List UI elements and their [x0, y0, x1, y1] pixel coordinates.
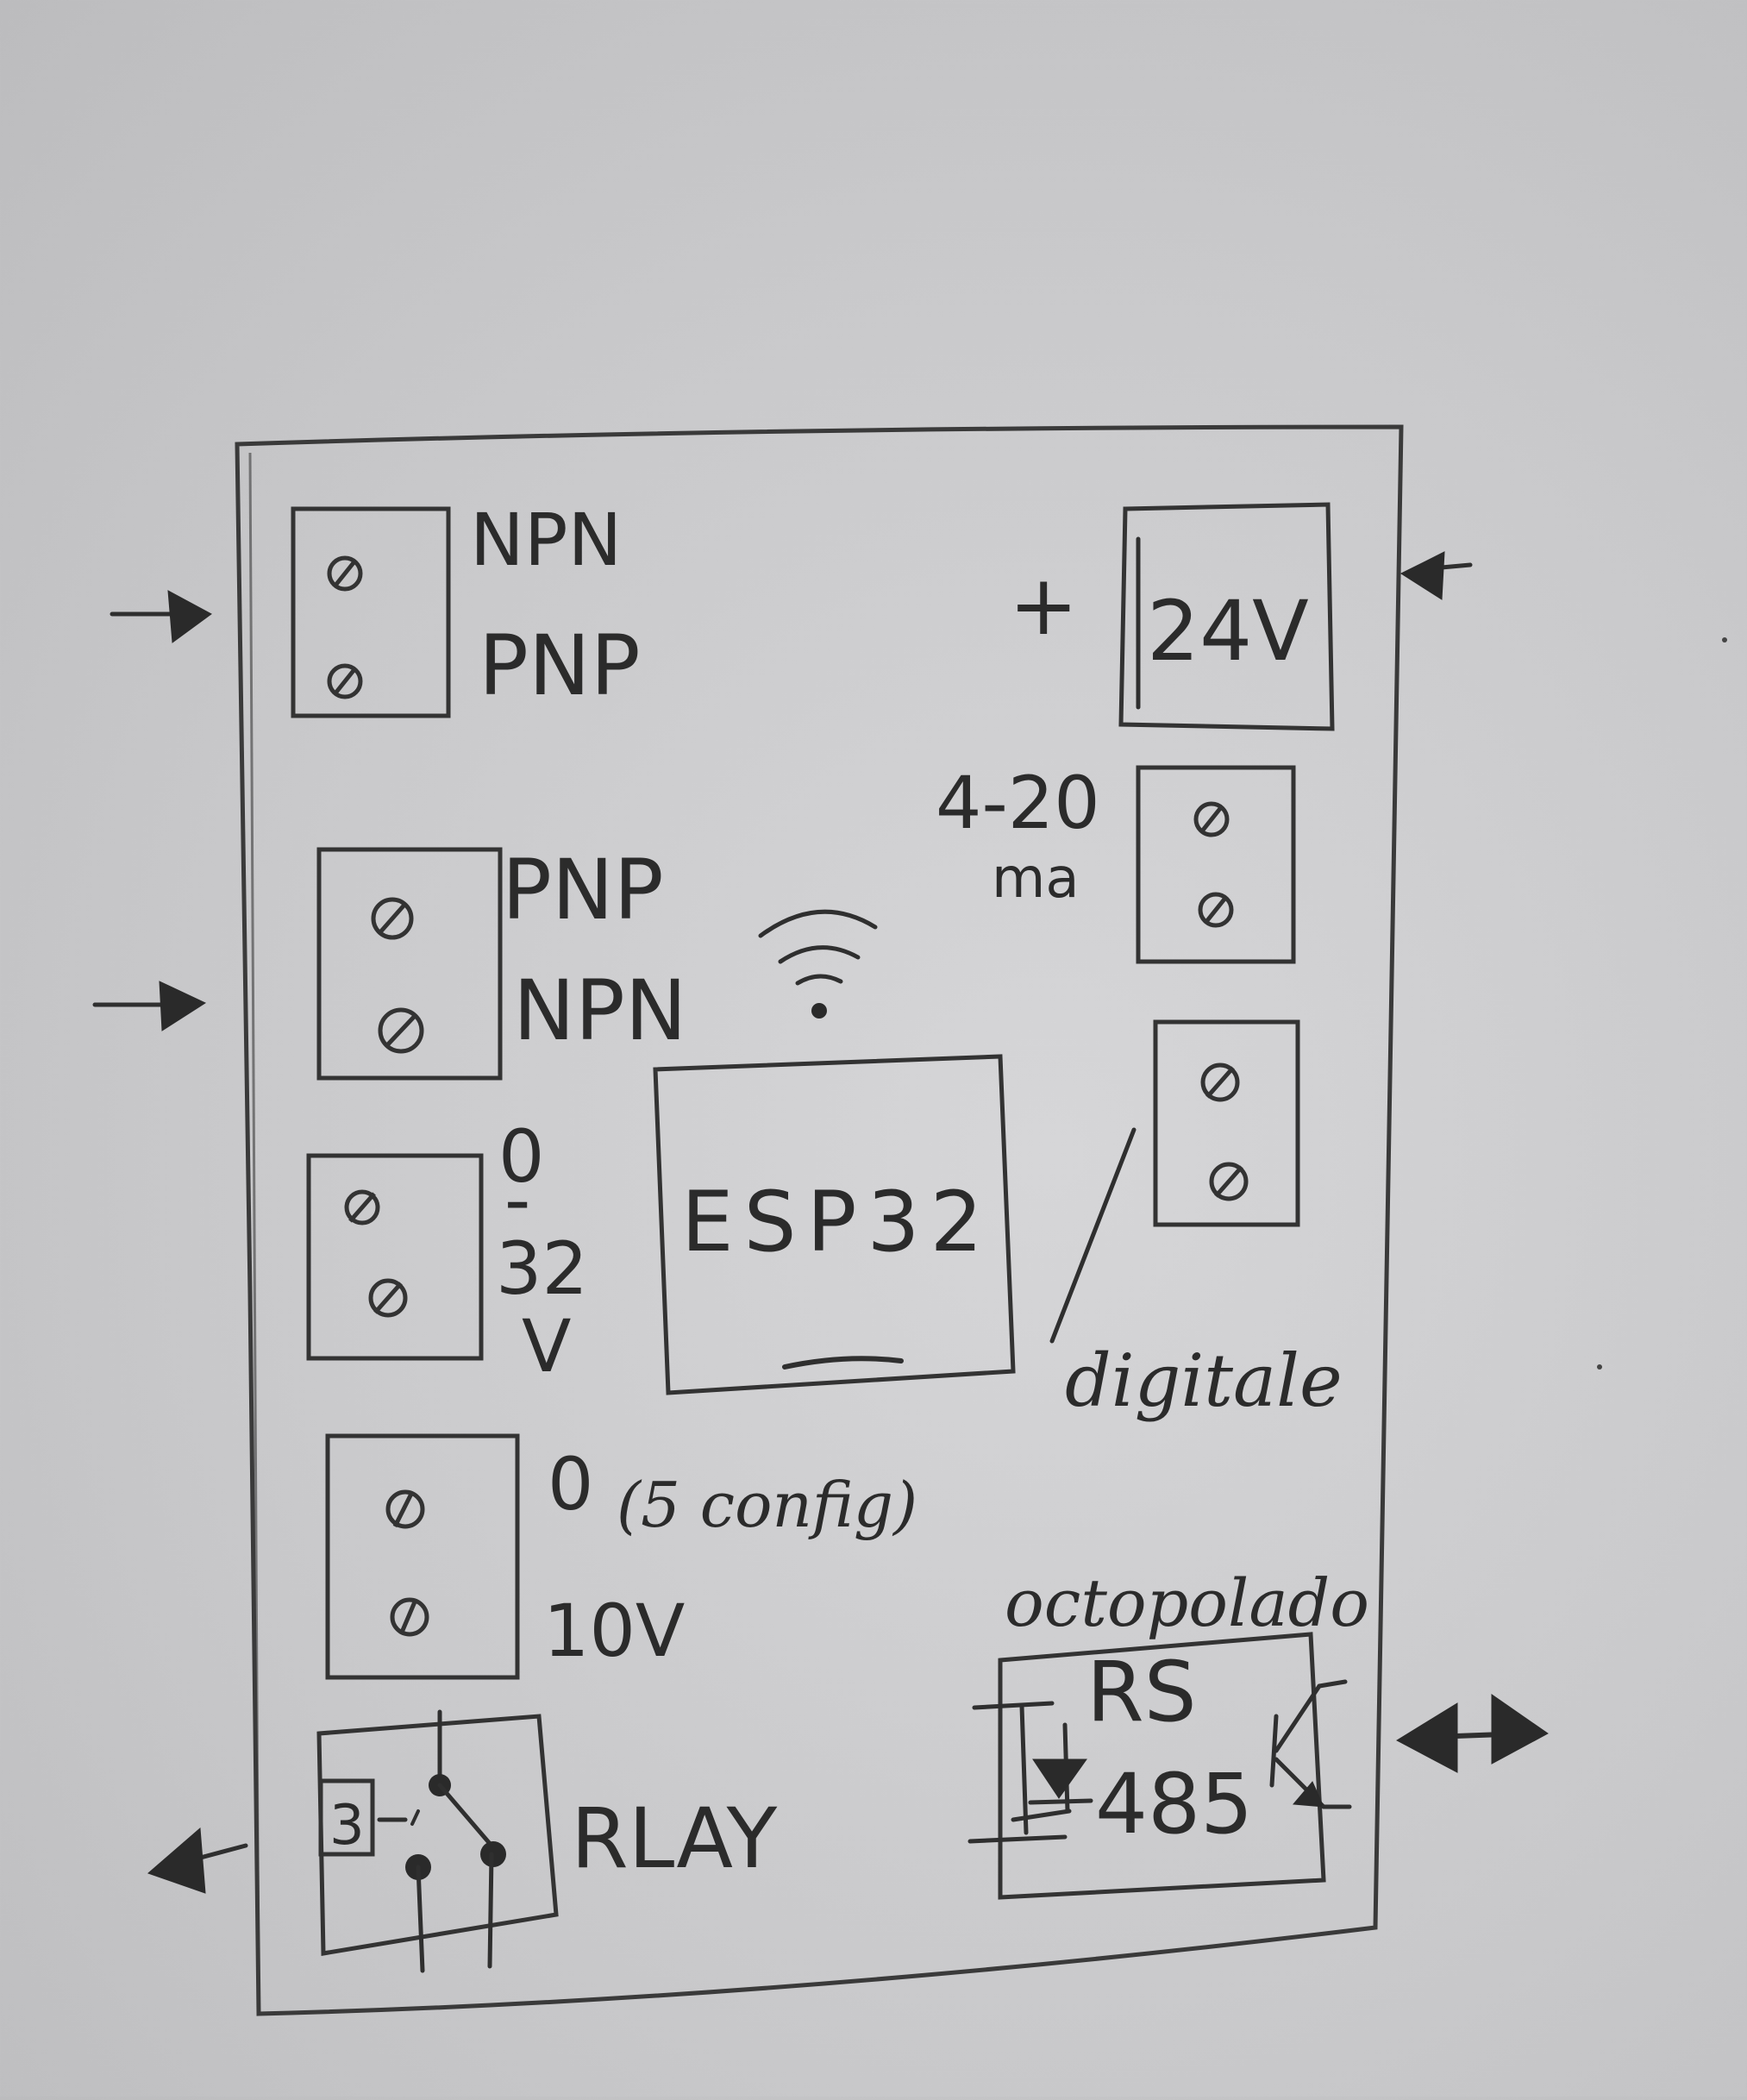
label-volt: V [522, 1304, 571, 1389]
input-arrow-icon [92, 981, 207, 1031]
npn-pnp-input-block: NPN PNP [291, 498, 641, 718]
screw-terminal-icon [1200, 1063, 1240, 1102]
screw-terminal-icon [1193, 801, 1230, 837]
label-npn: NPN [513, 962, 687, 1059]
slash-line [1049, 1127, 1136, 1344]
label-4-20: 4-20 [936, 761, 1100, 845]
label-ma: ma [992, 847, 1080, 911]
bidirectional-arrow-icon [1395, 1694, 1549, 1773]
label-10v: 10V [543, 1589, 685, 1673]
label-485: 485 [1095, 1756, 1253, 1852]
terminal-block [325, 1433, 520, 1680]
label-plus: + [1009, 557, 1078, 654]
relay-tag-box [318, 1778, 375, 1857]
rs485-outline [998, 1632, 1326, 1900]
power-24v-block: + 24V [1009, 502, 1335, 731]
screw-terminal-icon [344, 1189, 380, 1226]
terminal-block [1153, 1019, 1300, 1227]
relay-block: 3 RLAY [316, 1709, 778, 1973]
label-pnp: PNP [479, 617, 641, 714]
screw-terminal-icon [378, 1007, 424, 1054]
label-dash: - [504, 1157, 530, 1242]
current-4-20ma-block: 4-20 ma [936, 761, 1296, 964]
wifi-icon [758, 909, 878, 1019]
screw-terminal-icon [368, 1278, 408, 1318]
label-relay: RLAY [571, 1790, 778, 1887]
label-npn: NPN [470, 498, 622, 582]
screw-terminal-icon [327, 555, 363, 592]
label-config: (5 config) [617, 1469, 917, 1541]
input-arrow-icon [110, 590, 212, 643]
label-pnp: PNP [502, 842, 664, 938]
esp32-outline [653, 1054, 1016, 1395]
screw-terminal-icon [1209, 1162, 1249, 1201]
relay-tag: 3 [329, 1794, 365, 1858]
board-outline [235, 424, 1404, 2016]
terminal-block [306, 1153, 484, 1361]
terminal-block [291, 506, 451, 718]
digital-block: digitale [1049, 1019, 1343, 1423]
board-outline-sketch [248, 452, 260, 2010]
label-rs: RS [1086, 1644, 1197, 1740]
diode-icon [967, 1701, 1093, 1844]
label-digitale: digitale [1065, 1338, 1343, 1423]
relay-switch-icon [405, 1709, 506, 1973]
terminal-block [316, 847, 503, 1081]
transistor-icon [1269, 1679, 1352, 1809]
label-zero: 0 [498, 1114, 544, 1199]
screw-terminal-icon [1198, 892, 1234, 928]
pnp-npn-input-block: PNP NPN [316, 842, 687, 1081]
esp32-label: ESP32 [681, 1174, 993, 1270]
speck [1597, 1364, 1602, 1370]
screw-terminal-icon [390, 1597, 429, 1637]
power-input-arrow-icon [1399, 551, 1473, 600]
rs485-block: octopolado RS 485 [967, 1564, 1369, 1900]
voltage-0-10v-block: 0 (5 config) 10V [325, 1433, 917, 1680]
speck [1722, 637, 1727, 643]
voltage-0-32v-block: 0 - 32 V [306, 1114, 588, 1389]
terminal-block [1136, 765, 1296, 964]
output-arrow-icon [147, 1827, 248, 1894]
label-24v: 24V [1147, 583, 1309, 680]
screw-terminal-icon [327, 663, 363, 699]
screw-terminal-icon [385, 1489, 425, 1529]
esp32-module: ESP32 [653, 1054, 1016, 1395]
label-zero: 0 [548, 1442, 593, 1526]
power-outline [1118, 502, 1335, 731]
screw-terminal-icon [371, 897, 414, 940]
label-32: 32 [496, 1226, 588, 1311]
label-octopolado: octopolado [1005, 1564, 1369, 1641]
relay-outline [316, 1714, 559, 1956]
